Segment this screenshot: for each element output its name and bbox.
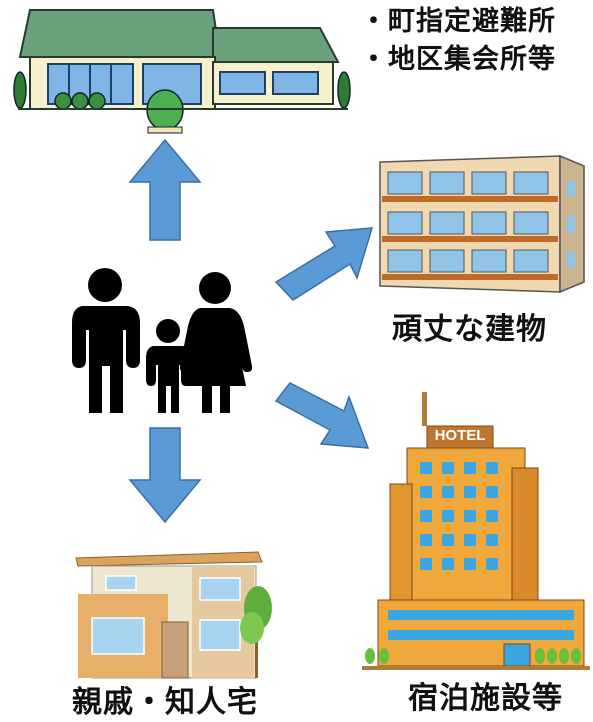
arrow-down-icon <box>128 427 202 524</box>
house-icon <box>75 551 272 679</box>
arrow-upright-icon <box>274 227 374 301</box>
sturdy-building-label: 頑丈な建物 <box>392 312 547 347</box>
arrow-downright-icon <box>274 382 370 449</box>
community-label-line2: ・地区集会所等 <box>360 44 556 75</box>
apartment-building-icon <box>379 154 585 294</box>
evacuation-center-icon <box>13 9 351 134</box>
hotel-icon <box>362 392 590 670</box>
relatives-home-label: 親戚・知人宅 <box>72 685 258 720</box>
community-label-line1: ・町指定避難所 <box>360 6 556 37</box>
arrow-up-icon <box>128 138 202 241</box>
lodging-label: 宿泊施設等 <box>408 681 563 716</box>
hotel-sign: HOTEL <box>434 427 486 444</box>
family-icon <box>72 268 253 413</box>
